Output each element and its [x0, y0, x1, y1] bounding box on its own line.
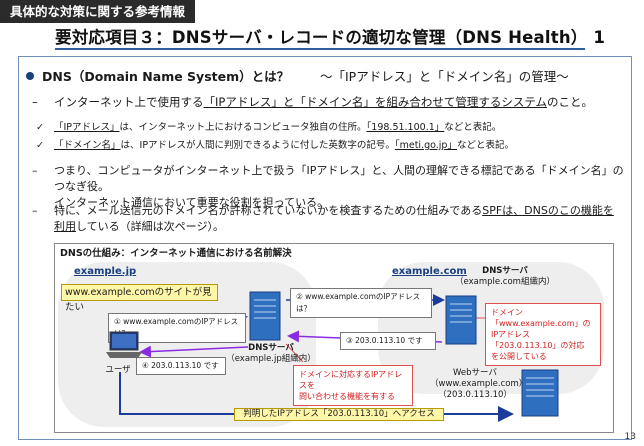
- dns-right-org: （example.com組織内）: [455, 277, 555, 287]
- dns-left-org: （example.jp組織内）: [226, 354, 316, 364]
- zone-label-jp: example.jp: [74, 266, 137, 277]
- check2-term: 「ドメイン名」: [54, 140, 121, 151]
- red-note-left-line1: ドメインに対応するIPアドレスを: [299, 370, 403, 390]
- red-leader-left: [285, 343, 304, 363]
- dash-item-1: – インターネット上で使用する「IPアドレス」と「ドメイン名」を組み合わせて管理…: [32, 94, 622, 110]
- step4-response: ④ 203.0.113.10 です: [136, 357, 226, 375]
- dash-mark: –: [32, 204, 38, 217]
- check1-text: は、インターネット上におけるコンピュータ独自の住所。: [119, 122, 367, 133]
- dash-item-2: – つまり、コンピュータがインターネット上で扱う「IPアドレス」と、人間の理解で…: [32, 163, 632, 211]
- title-underline: [55, 48, 585, 50]
- page-title: 要対応項目３：DNSサーバ・レコードの適切な管理（DNS Health） 1: [55, 28, 606, 47]
- red-note-right-line4: 「203.0.113.10」の対応: [491, 341, 585, 350]
- red-note-right-line1: ドメイン: [491, 308, 523, 317]
- dash3-tail: している（詳細は次ページ）。: [76, 220, 224, 233]
- red-note-left-line2: 問い合わせる機能を有する: [299, 392, 395, 401]
- dash1-underlined: 「IPアドレス」と「ドメイン名」を組み合わせて管理するシステム: [203, 95, 547, 109]
- step2-query: ② www.example.comのIPアドレスは？: [290, 288, 432, 318]
- dash-item-3: – 特に、メール送信元のドメイン名が許称されていないかを検査するための仕組みであ…: [32, 203, 632, 235]
- red-note-right: ドメイン 「www.example.com」の IPアドレス 「203.0.11…: [485, 303, 601, 366]
- check-item-domain: ✓ 「ドメイン名」は、IPアドレスが人間に判別できるように付した英数字の記号。「m…: [36, 139, 514, 152]
- bullet-subtitle: 〜「IPアドレス」と「ドメイン名」の管理〜: [320, 69, 569, 84]
- arrow-step4: [139, 345, 249, 358]
- access-callout: 判明したIPアドレス「203.0.113.10」へアクセス: [234, 408, 444, 421]
- dash3-text: 特に、メール送信元のドメイン名が許称されていないかを検査するための仕組みである: [54, 204, 483, 217]
- bullet-title: DNS（Domain Name System）とは？: [42, 69, 290, 84]
- dash1-text: インターネット上で使用する: [54, 95, 204, 109]
- check2-text: は、IPアドレスが人間に判別できるように付した英数字の記号。: [120, 140, 395, 151]
- web-server-name: Webサーバ: [453, 368, 497, 378]
- check1-example: 「198.51.100.1」: [366, 122, 445, 133]
- diagram-title: DNSの仕組み：インターネット通信における名前解決: [60, 248, 292, 259]
- bullet-heading: DNS（Domain Name System）とは？: [26, 66, 289, 85]
- content-frame: [18, 56, 632, 440]
- red-note-right-line3: IPアドレス: [491, 330, 531, 339]
- step3-response: ③ 203.0.113.10 です: [340, 332, 436, 350]
- dash3-underlined-2: 利用: [54, 220, 76, 233]
- dash2-line2: インターネット通信において重要な役割を担っている。: [54, 196, 329, 209]
- user-request-callout: www.example.comのサイトが見たい: [61, 284, 218, 313]
- dns-right-name: DNSサーバ: [482, 266, 528, 276]
- check1-tail: などと表記。: [444, 122, 502, 133]
- web-server-ip: （203.0.113.10）: [438, 390, 512, 400]
- dash-mark: –: [32, 95, 38, 109]
- dash2-line1: つまり、コンピュータがインターネット上で扱う「IPアドレス」と、人間の理解できる…: [54, 164, 624, 193]
- dash1-tail: のこと。: [546, 95, 593, 109]
- page-number: 13: [624, 432, 636, 442]
- check2-example: 「meti.go.jp」: [394, 140, 457, 151]
- check-icon: ✓: [36, 122, 44, 133]
- dash-mark: –: [32, 164, 38, 177]
- red-note-right-line2: 「www.example.com」の: [491, 319, 591, 328]
- dns-left-name: DNSサーバ: [248, 343, 294, 353]
- check1-term: 「IPアドレス」: [54, 122, 120, 133]
- red-note-right-line5: を公開している: [491, 352, 547, 361]
- check2-tail: などと表記。: [456, 140, 514, 151]
- dash3-underlined: SPFは、DNSのこの機能を: [482, 204, 614, 217]
- check-item-ip: ✓ 「IPアドレス」は、インターネット上におけるコンピュータ独自の住所。「198.…: [36, 121, 501, 134]
- bullet-dot-icon: [26, 72, 34, 80]
- section-tag: 具体的な対策に関する参考情報: [0, 0, 196, 23]
- web-server-host: （www.example.com）: [430, 379, 528, 389]
- user-label: ユーザ: [105, 365, 131, 375]
- check-icon: ✓: [36, 140, 44, 151]
- red-note-left: ドメインに対応するIPアドレスを問い合わせる機能を有する: [293, 365, 413, 406]
- zone-label-com: example.com: [392, 266, 467, 277]
